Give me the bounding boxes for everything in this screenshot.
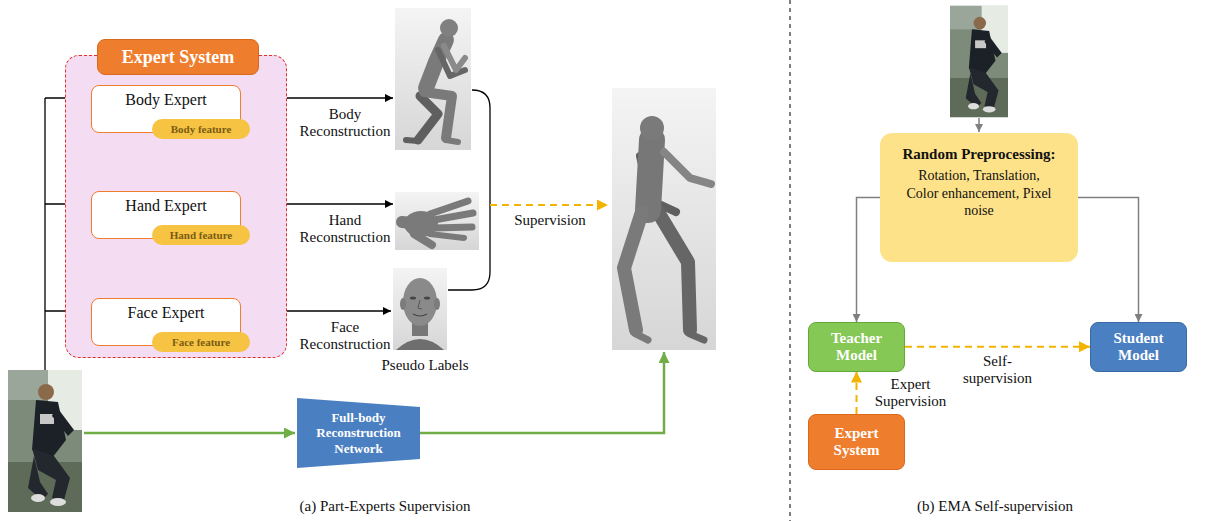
face-mesh — [393, 268, 447, 350]
full-body-mesh — [612, 88, 716, 350]
hand-mesh — [395, 192, 479, 250]
input-photo — [950, 6, 1008, 117]
mesh-foot — [636, 334, 648, 340]
panel-caption: (a) Part-Experts Supervision — [265, 498, 505, 515]
node-title: Body feature — [171, 123, 232, 136]
node-title: Body Expert — [125, 91, 206, 109]
arrow-label: Supervision — [500, 212, 600, 229]
flow-arrow — [84, 432, 295, 435]
supervision-connector — [856, 372, 858, 415]
mesh-ear — [434, 298, 440, 310]
mesh-background — [395, 8, 471, 150]
node-title: Random Preprocessing: — [902, 145, 1055, 163]
mesh-head — [440, 19, 458, 37]
flow-connector — [857, 198, 881, 323]
mesh-finger — [434, 213, 473, 220]
node-title: Face feature — [172, 336, 230, 349]
mesh-background — [393, 268, 447, 350]
node-title: Hand feature — [170, 229, 232, 242]
mesh-head — [403, 278, 437, 326]
mesh-arm — [664, 152, 711, 184]
arrow-label: Hand Reconstruction — [295, 212, 395, 247]
mesh-foot — [406, 140, 418, 141]
expert-system-region: Expert SystemBody ExpertBody featureHand… — [65, 55, 287, 358]
mesh-leg — [658, 212, 690, 330]
student-box: Student Model — [1090, 322, 1187, 372]
image-label: Pseudo Labels — [375, 357, 475, 374]
edge-label: Expert Supervision — [869, 376, 953, 411]
mesh-foot — [690, 334, 704, 340]
feature-pill: Body feature — [152, 119, 250, 139]
teacher-box: Teacher Model — [808, 322, 905, 372]
flow-connector — [1078, 198, 1139, 323]
input-photo — [8, 370, 82, 512]
feature-pill: Face feature — [152, 332, 250, 352]
mesh-eye — [410, 297, 416, 300]
preprocessing-box: Random Preprocessing: Rotation, Translati… — [880, 133, 1078, 262]
mesh-finger — [434, 227, 472, 228]
edge-label: Self-supervision — [956, 353, 1040, 388]
node-title: Student Model — [1101, 330, 1176, 365]
panel-caption: (b) EMA Self-supervision — [875, 498, 1115, 515]
node-title: Hand Expert — [125, 197, 206, 215]
panel-divider — [790, 0, 791, 521]
node-title: Full-body Reconstruction Network — [309, 410, 409, 457]
mesh-mouth — [413, 314, 427, 316]
mesh-head — [640, 116, 664, 140]
supervision-connector — [905, 346, 1090, 348]
mesh-background — [612, 88, 716, 350]
mesh-arm — [444, 46, 465, 70]
feature-pill: Hand feature — [152, 225, 250, 245]
mesh-leg — [424, 92, 452, 138]
node-title: Expert System — [819, 425, 894, 460]
input-wire — [44, 98, 45, 370]
mesh-palm — [404, 211, 438, 237]
arrow-label: Body Reconstruction — [295, 106, 395, 141]
supervision-arrow — [490, 204, 608, 206]
mesh-finger — [430, 234, 464, 238]
mesh-leg — [418, 96, 438, 140]
mesh-ear — [400, 298, 406, 310]
expert-box: Body ExpertBody feature — [91, 85, 241, 133]
node-title: Teacher Model — [819, 330, 894, 365]
mesh-foot — [446, 140, 458, 142]
trapezoid-fill — [297, 398, 420, 468]
expert-box: Face ExpertFace feature — [91, 298, 241, 346]
mesh-background — [395, 192, 479, 250]
node-title: Expert System — [97, 39, 259, 75]
node-body: Rotation, Translation, Color enhancement… — [904, 167, 1054, 220]
mesh-shoulders — [396, 339, 444, 350]
mesh-leg — [624, 212, 642, 330]
body-mesh — [395, 8, 471, 150]
mesh-eye — [424, 297, 430, 300]
mesh-torso — [648, 140, 652, 210]
expert-box: Hand ExpertHand feature — [91, 191, 241, 239]
node-title: Face Expert — [128, 304, 205, 322]
input-arrow — [978, 118, 980, 132]
arrow-label: Face Reconstruction — [295, 319, 395, 354]
network-trapezoid: Full-body Reconstruction Network — [297, 398, 420, 468]
mesh-nose — [418, 300, 422, 309]
expert-system-box: Expert System — [808, 414, 905, 470]
